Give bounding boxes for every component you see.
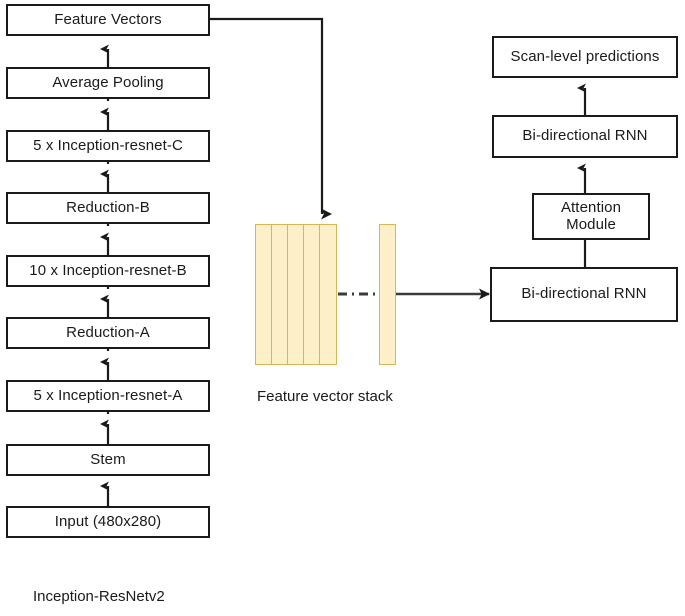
feature-vector-bar: [303, 224, 320, 365]
block-average-pooling[interactable]: Average Pooling: [6, 67, 210, 99]
stack-caption: Feature vector stack: [257, 388, 393, 405]
feature-vector-bar: [255, 224, 272, 365]
feature-vector-bar: [287, 224, 304, 365]
block-inception-resnet-a[interactable]: 5 x Inception-resnet-A: [6, 380, 210, 412]
block-scan-level-predictions[interactable]: Scan-level predictions: [492, 36, 678, 78]
block-input[interactable]: Input (480x280): [6, 506, 210, 538]
featurevectors-to-stack-connector: [210, 17, 332, 220]
block-reduction-b[interactable]: Reduction-B: [6, 192, 210, 224]
attention-module-line-1: Attention: [560, 198, 622, 216]
block-stem[interactable]: Stem: [6, 444, 210, 476]
backbone-caption: Inception-ResNetv2: [33, 588, 165, 605]
block-feature-vectors[interactable]: Feature Vectors: [6, 4, 210, 36]
block-attention-module[interactable]: Attention Module: [532, 193, 650, 240]
block-inception-resnet-c[interactable]: 5 x Inception-resnet-C: [6, 130, 210, 162]
attention-module-line-2: Module: [566, 215, 616, 233]
block-inception-resnet-b[interactable]: 10 x Inception-resnet-B: [6, 255, 210, 287]
feature-vector-bar-trailing: [379, 224, 396, 365]
block-bi-directional-rnn-bottom[interactable]: Bi-directional RNN: [490, 267, 678, 322]
block-reduction-a[interactable]: Reduction-A: [6, 317, 210, 349]
feature-vector-bar: [271, 224, 288, 365]
block-bi-directional-rnn-top[interactable]: Bi-directional RNN: [492, 115, 678, 158]
feature-vector-bar: [319, 224, 337, 365]
